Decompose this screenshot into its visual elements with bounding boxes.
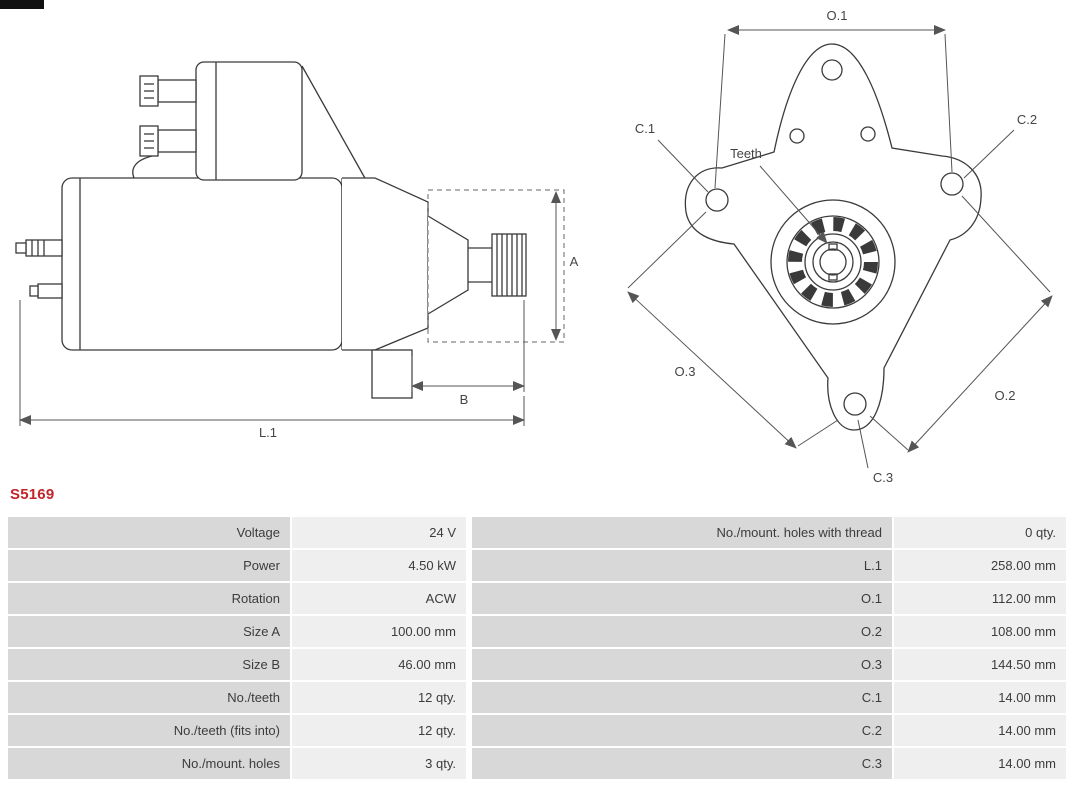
spec-value: 4.50 kW — [292, 550, 466, 581]
dim-label-o2: O.2 — [995, 388, 1016, 403]
spec-label: Power — [8, 550, 290, 581]
spec-value: 14.00 mm — [894, 748, 1066, 779]
spec-value: ACW — [292, 583, 466, 614]
dim-label-c2: C.2 — [1017, 112, 1037, 127]
logo-fragment — [0, 0, 44, 9]
dim-label-b: B — [460, 392, 469, 407]
technical-drawings: A B L.1 — [15, 8, 1053, 485]
spec-value: 144.50 mm — [894, 649, 1066, 680]
spec-value: 3 qty. — [292, 748, 466, 779]
part-number: S5169 — [10, 486, 55, 503]
spec-label: Size B — [8, 649, 290, 680]
spec-label: No./mount. holes — [8, 748, 290, 779]
spec-label: No./mount. holes with thread — [472, 517, 892, 548]
spec-label: C.1 — [472, 682, 892, 713]
spec-label: O.2 — [472, 616, 892, 647]
teeth-label: Teeth — [730, 146, 762, 161]
spec-value: 12 qty. — [292, 715, 466, 746]
spec-label: Size A — [8, 616, 290, 647]
spec-value: 24 V — [292, 517, 466, 548]
dim-label-l1: L.1 — [259, 425, 277, 440]
spec-label: C.3 — [472, 748, 892, 779]
spec-table: Voltage 24 V Power 4.50 kW Rotation ACW … — [8, 517, 1066, 779]
spec-value: 100.00 mm — [292, 616, 466, 647]
spec-label: No./teeth — [8, 682, 290, 713]
spec-value: 112.00 mm — [894, 583, 1066, 614]
dim-label-o1: O.1 — [827, 8, 848, 23]
spec-value: 14.00 mm — [894, 715, 1066, 746]
spec-value: 0 qty. — [894, 517, 1066, 548]
front-view-diagram: O.1 C.1 C.2 Teeth O.3 O.2 C.3 — [627, 8, 1053, 485]
spec-table-left: Voltage 24 V Power 4.50 kW Rotation ACW … — [8, 517, 466, 779]
spec-label: Voltage — [8, 517, 290, 548]
spec-table-right: No./mount. holes with thread 0 qty. L.1 … — [472, 517, 1066, 779]
spec-label: No./teeth (fits into) — [8, 715, 290, 746]
dim-label-a: A — [570, 254, 579, 269]
dim-label-o3: O.3 — [675, 364, 696, 379]
spec-value: 12 qty. — [292, 682, 466, 713]
spec-label: O.3 — [472, 649, 892, 680]
spec-label: Rotation — [8, 583, 290, 614]
dim-label-c3: C.3 — [873, 470, 893, 485]
spec-value: 46.00 mm — [292, 649, 466, 680]
spec-label: C.2 — [472, 715, 892, 746]
spec-label: L.1 — [472, 550, 892, 581]
spec-label: O.1 — [472, 583, 892, 614]
side-view-diagram: A B L.1 — [15, 61, 579, 440]
spec-value: 108.00 mm — [894, 616, 1066, 647]
spec-value: 258.00 mm — [894, 550, 1066, 581]
spec-value: 14.00 mm — [894, 682, 1066, 713]
dim-label-c1: C.1 — [635, 121, 655, 136]
